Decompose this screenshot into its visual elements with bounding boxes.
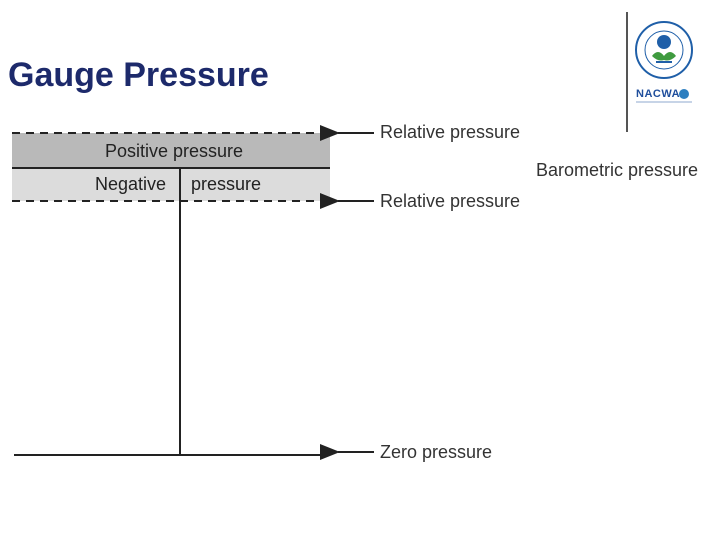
positive-pressure-band: [12, 133, 330, 168]
negative-pressure-label-suffix: pressure: [191, 174, 262, 194]
barometric-pressure-label: Barometric pressure: [536, 160, 699, 180]
positive-pressure-label: Positive pressure: [105, 141, 244, 161]
zero-pressure-label: Zero pressure: [380, 442, 493, 462]
nacwa-logo-text: NACWA: [636, 88, 681, 100]
relative-pressure-top-label: Relative pressure: [380, 122, 521, 142]
nacwa-logo-icon: [636, 89, 692, 103]
relative-pressure-bottom-label: Relative pressure: [380, 191, 521, 211]
logo-divider: [626, 12, 628, 132]
epa-seal-icon: [635, 21, 693, 79]
slide-title: Gauge Pressure: [8, 56, 269, 94]
negative-pressure-band: [12, 169, 330, 201]
negative-pressure-label: Negative: [95, 174, 167, 194]
